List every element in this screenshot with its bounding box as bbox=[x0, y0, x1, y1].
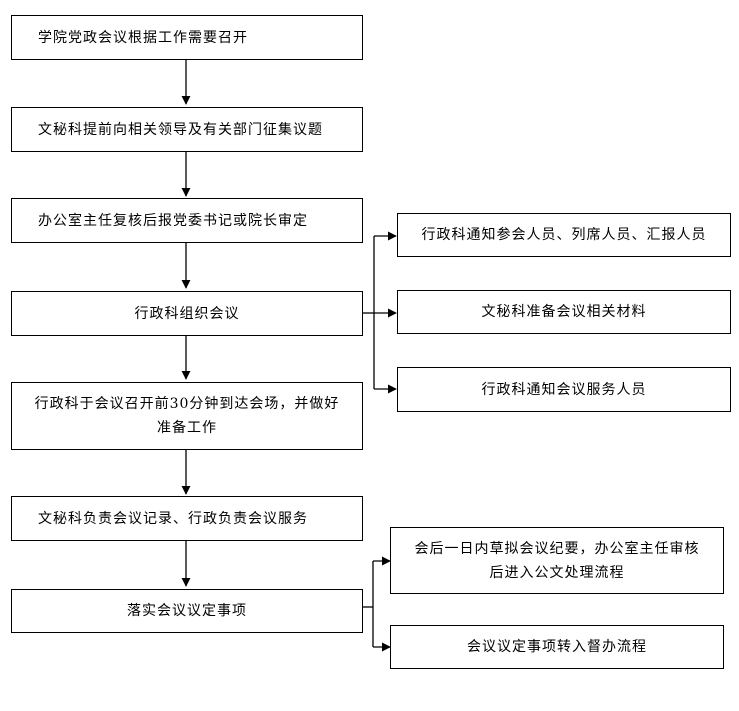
branch-supervision-process: 会议议定事项转入督办流程 bbox=[390, 625, 724, 669]
step-organize-meeting: 行政科组织会议 bbox=[11, 291, 363, 336]
branch-text: 行政科通知参会人员、列席人员、汇报人员 bbox=[421, 227, 707, 243]
branch-text: 会后一日内草拟会议纪要，办公室主任审核后进入公文处理流程 bbox=[414, 540, 700, 581]
step-text: 文秘科负责会议记录、行政负责会议服务 bbox=[38, 510, 308, 527]
branch-draft-minutes: 会后一日内草拟会议纪要，办公室主任审核后进入公文处理流程 bbox=[390, 527, 724, 594]
step-text: 落实会议议定事项 bbox=[127, 603, 247, 619]
step-text: 文秘科提前向相关领导及有关部门征集议题 bbox=[38, 121, 323, 138]
step-implement-decisions: 落实会议议定事项 bbox=[11, 589, 363, 633]
step-prepare-venue: 行政科于会议召开前30分钟到达会场，并做好准备工作 bbox=[11, 382, 363, 450]
step-text: 学院党政会议根据工作需要召开 bbox=[38, 29, 248, 46]
step-text: 办公室主任复核后报党委书记或院长审定 bbox=[38, 212, 308, 229]
step-collect-topics: 文秘科提前向相关领导及有关部门征集议题 bbox=[11, 107, 363, 152]
branch-prepare-materials: 文秘科准备会议相关材料 bbox=[397, 290, 731, 334]
branch-text: 文秘科准备会议相关材料 bbox=[481, 304, 647, 320]
branch-text: 行政科通知会议服务人员 bbox=[481, 381, 647, 398]
branch-notify-attendees: 行政科通知参会人员、列席人员、汇报人员 bbox=[397, 213, 731, 257]
branch-notify-service-staff: 行政科通知会议服务人员 bbox=[397, 367, 731, 412]
step-review-approve: 办公室主任复核后报党委书记或院长审定 bbox=[11, 198, 363, 243]
step-meeting-convened: 学院党政会议根据工作需要召开 bbox=[11, 15, 363, 60]
step-record-and-service: 文秘科负责会议记录、行政负责会议服务 bbox=[11, 496, 363, 541]
step-text: 行政科组织会议 bbox=[134, 305, 240, 322]
branch-text: 会议议定事项转入督办流程 bbox=[467, 639, 647, 655]
step-text: 行政科于会议召开前30分钟到达会场，并做好准备工作 bbox=[34, 396, 340, 436]
